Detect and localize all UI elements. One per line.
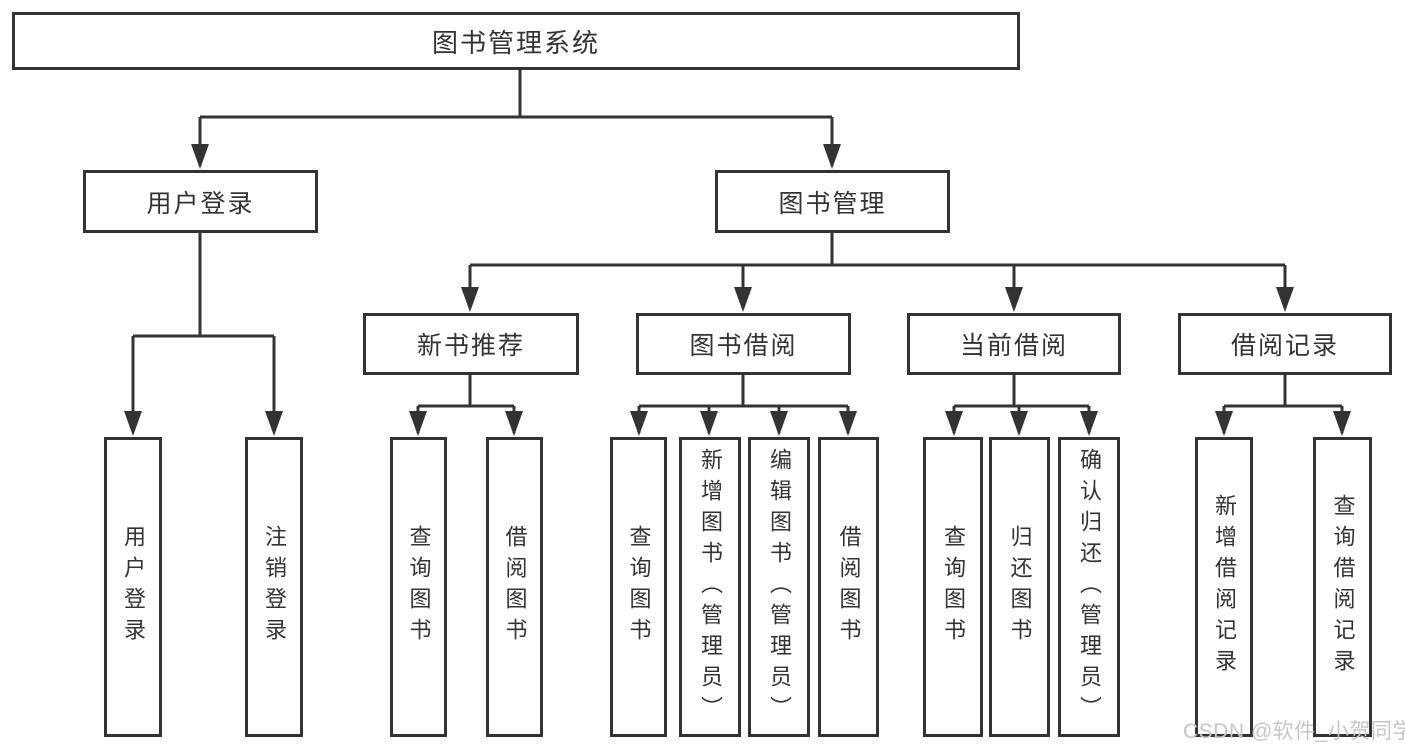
- connector-borrowing-records-to-leaves: [1222, 375, 1344, 433]
- leaf-logout: 注销登录: [245, 437, 303, 737]
- node-book-management: 图书管理: [715, 170, 950, 233]
- connector-book-borrowing-to-leaves: [637, 375, 850, 433]
- leaf-edit-book-admin: 编辑图书（管理员）: [748, 437, 810, 737]
- arrowheads: [124, 144, 1351, 436]
- node-new-book-recommend: 新书推荐: [363, 313, 579, 375]
- leaf-query-books-borrowing: 查询图书: [610, 437, 667, 737]
- leaf-query-books-recommend: 查询图书: [390, 437, 447, 737]
- watermark: CSDN @软件_小贺同学: [1183, 720, 1405, 743]
- node-book-borrowing: 图书借阅: [636, 313, 851, 375]
- leaf-user-login: 用户登录: [104, 437, 162, 737]
- connector-user-login-to-leaves: [131, 233, 276, 432]
- leaf-return-book: 归还图书: [989, 437, 1050, 737]
- node-root: 图书管理系统: [12, 12, 1020, 70]
- leaf-borrow-books-recommend: 借阅图书: [486, 437, 543, 737]
- leaf-query-borrow-record: 查询借阅记录: [1313, 437, 1372, 737]
- leaf-add-borrow-record: 新增借阅记录: [1195, 437, 1253, 737]
- leaf-confirm-return-admin: 确认归还（管理员）: [1058, 437, 1120, 737]
- node-borrowing-records: 借阅记录: [1178, 313, 1392, 375]
- node-current-borrowing: 当前借阅: [907, 313, 1121, 375]
- node-user-login: 用户登录: [83, 170, 318, 233]
- connector-root-to-level2: [198, 70, 834, 166]
- leaf-borrow-books: 借阅图书: [818, 437, 879, 737]
- leaf-add-book-admin: 新增图书（管理员）: [679, 437, 741, 737]
- connector-new-book-recommend-to-leaves: [416, 375, 516, 433]
- connector-book-management-to-level3: [468, 233, 1287, 308]
- leaf-query-books-current: 查询图书: [923, 437, 983, 737]
